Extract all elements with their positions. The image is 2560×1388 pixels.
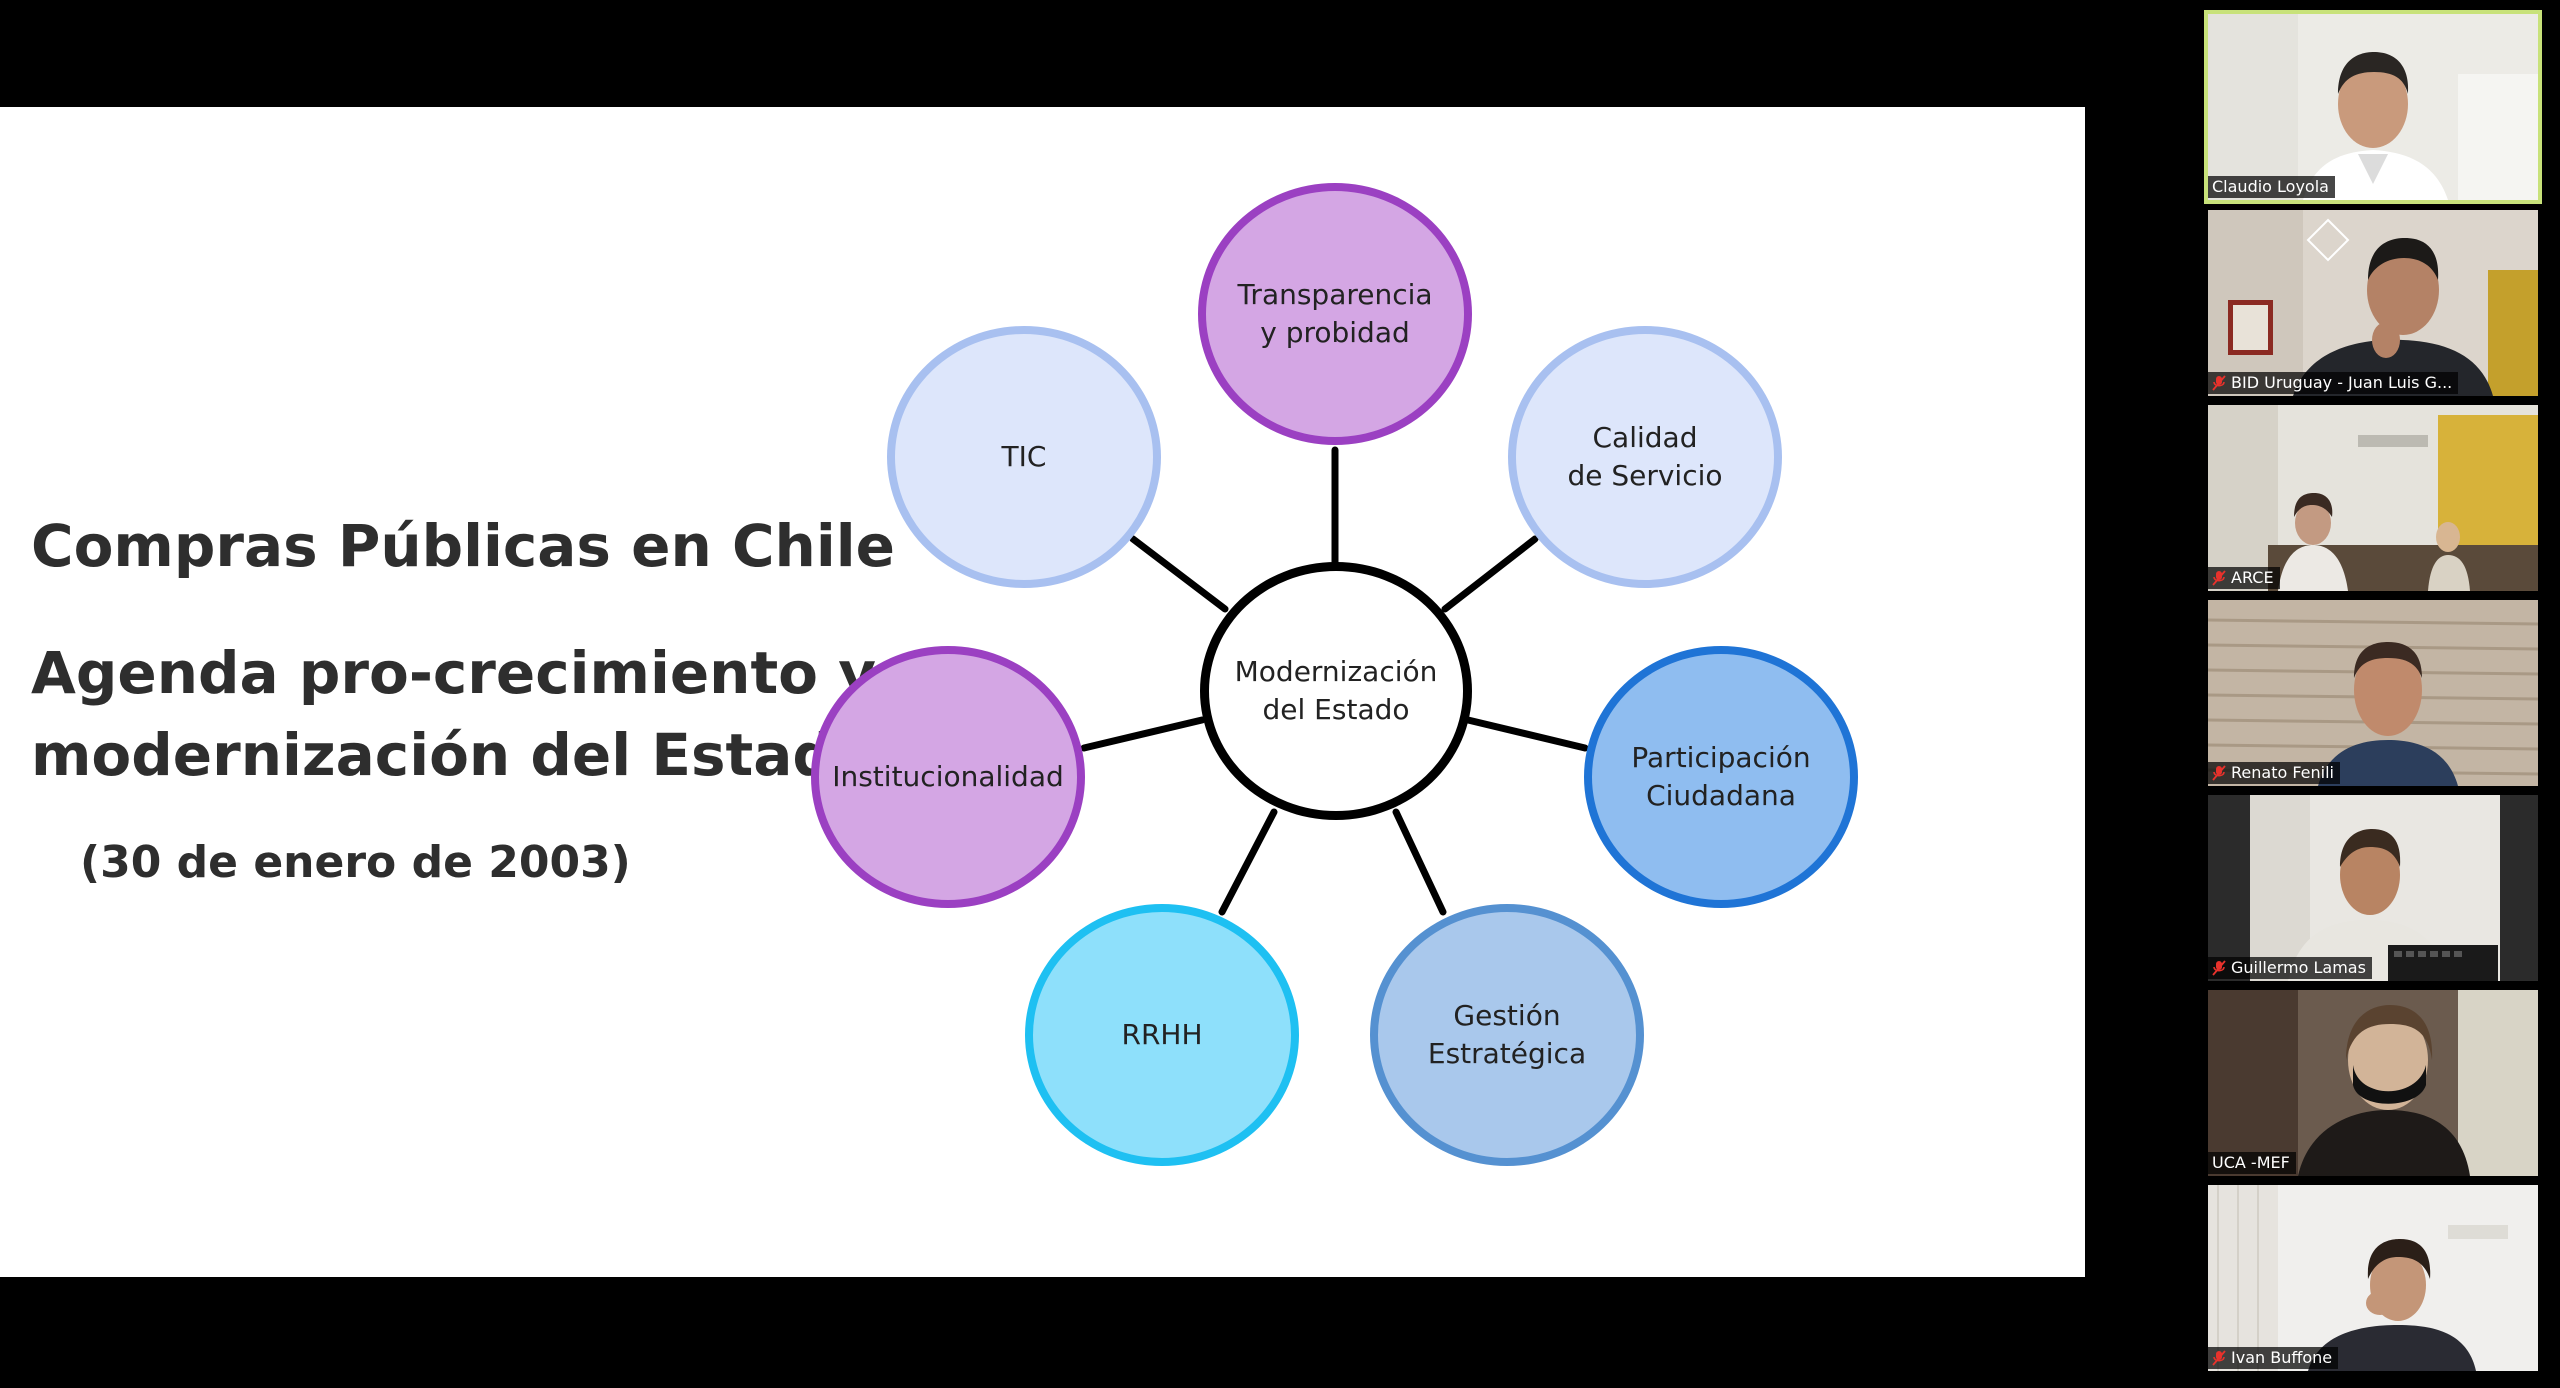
node-participacion-line1: Participación [1631,739,1810,777]
participant-tile[interactable]: ARCE [2208,405,2538,591]
participant-tile[interactable]: UCA -MEF [2208,990,2538,1176]
video-feed [2208,990,2538,1176]
connector-rrhh [1222,812,1274,912]
participant-name: Ivan Buffone [2231,1347,2332,1369]
node-center-line2: del Estado [1235,691,1438,729]
mic-muted-icon [2212,960,2226,976]
node-transparencia: Transparencia y probidad [1198,183,1472,445]
participants-panel: Claudio Loyola BID Uruguay - [2200,10,2540,1380]
participant-tile[interactable]: Claudio Loyola [2208,14,2538,200]
video-feed [2208,1185,2538,1371]
mic-muted-icon [2212,765,2226,781]
mic-muted-icon [2212,570,2226,586]
participant-name-tag: Ivan Buffone [2208,1347,2338,1369]
node-tic: TIC [887,326,1161,588]
video-feed [2208,600,2538,786]
shared-slide: Compras Públicas en Chile Agenda pro-cre… [0,107,2085,1277]
node-institucionalidad: Institucionalidad [811,646,1085,908]
node-calidad-line2: de Servicio [1567,457,1722,495]
node-gestion-line1: Gestión [1428,997,1586,1035]
video-feed [2208,405,2538,591]
node-gestion: Gestión Estratégica [1370,904,1644,1166]
connector-gestion [1396,812,1443,912]
participant-name-tag: ARCE [2208,567,2280,589]
node-participacion: Participación Ciudadana [1584,646,1858,908]
node-tic-line1: TIC [1002,438,1047,476]
participant-name-tag: BID Uruguay - Juan Luis G... [2208,372,2458,394]
node-center: Modernización del Estado [1200,562,1472,820]
connector-participacion [1468,720,1585,748]
node-transparencia-line2: y probidad [1237,314,1432,352]
video-feed [2208,210,2538,396]
participant-name-tag: Renato Fenili [2208,762,2340,784]
mic-muted-icon [2212,1350,2226,1366]
node-rrhh: RRHH [1025,904,1299,1166]
modernization-diagram: Modernización del Estado Transparencia y… [0,107,2085,1277]
participant-tile[interactable]: Ivan Buffone [2208,1185,2538,1371]
connector-calidad [1445,539,1535,609]
participant-name: ARCE [2231,567,2274,589]
participant-tile[interactable]: BID Uruguay - Juan Luis G... [2208,210,2538,396]
connector-tic [1133,539,1225,609]
node-rrhh-line1: RRHH [1121,1016,1202,1054]
connector-institucionalidad [1084,720,1202,748]
participant-name-tag: UCA -MEF [2208,1152,2296,1174]
participant-tile[interactable]: Guillermo Lamas [2208,795,2538,981]
node-center-line1: Modernización [1235,653,1438,691]
node-calidad: Calidad de Servicio [1508,326,1782,588]
node-participacion-line2: Ciudadana [1631,777,1810,815]
participant-name-tag: Guillermo Lamas [2208,957,2372,979]
participant-name: Renato Fenili [2231,762,2334,784]
video-feed [2208,795,2538,981]
participant-name: Guillermo Lamas [2231,957,2366,979]
node-institucionalidad-line1: Institucionalidad [832,758,1064,796]
node-transparencia-line1: Transparencia [1237,276,1432,314]
participant-tile[interactable]: Renato Fenili [2208,600,2538,786]
video-feed [2208,14,2538,200]
mic-muted-icon [2212,375,2226,391]
participant-name-tag: Claudio Loyola [2208,176,2335,198]
participant-name: BID Uruguay - Juan Luis G... [2231,372,2452,394]
participant-name: UCA -MEF [2212,1152,2290,1174]
node-gestion-line2: Estratégica [1428,1035,1586,1073]
node-calidad-line1: Calidad [1567,419,1722,457]
participant-name: Claudio Loyola [2212,176,2329,198]
